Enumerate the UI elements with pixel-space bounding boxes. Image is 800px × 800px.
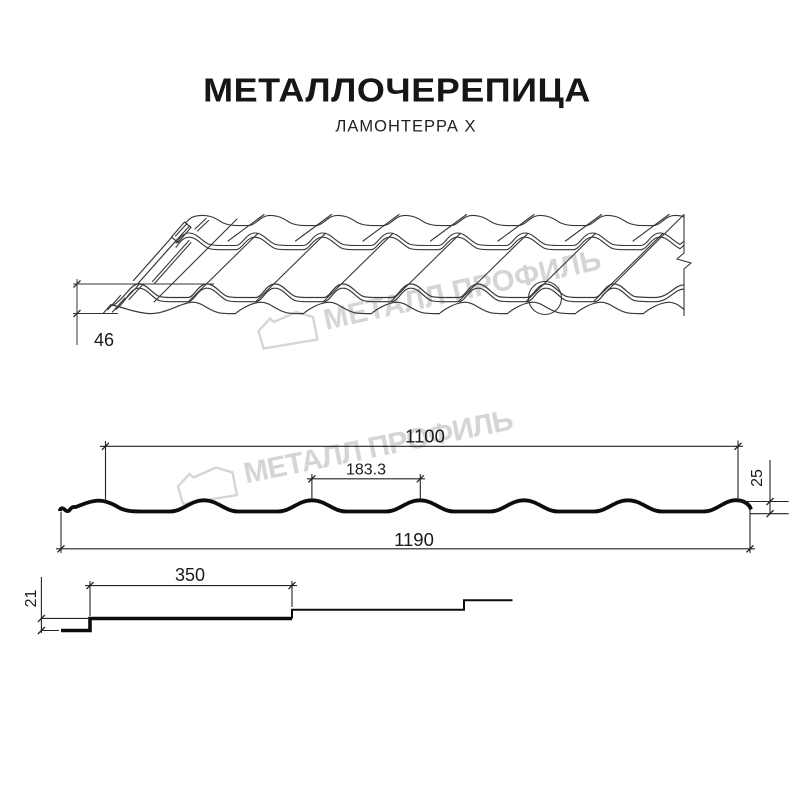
svg-text:25: 25 bbox=[749, 469, 766, 487]
svg-text:ЛАМОНТЕРРА X: ЛАМОНТЕРРА X bbox=[336, 118, 477, 136]
svg-text:21: 21 bbox=[23, 590, 40, 608]
svg-text:350: 350 bbox=[175, 565, 205, 585]
svg-text:1100: 1100 bbox=[405, 426, 445, 447]
svg-text:183.3: 183.3 bbox=[346, 462, 386, 479]
svg-text:1190: 1190 bbox=[394, 529, 434, 550]
svg-text:46: 46 bbox=[94, 330, 114, 350]
svg-text:МЕТАЛЛОЧЕРЕПИЦА: МЕТАЛЛОЧЕРЕПИЦА bbox=[203, 73, 591, 109]
